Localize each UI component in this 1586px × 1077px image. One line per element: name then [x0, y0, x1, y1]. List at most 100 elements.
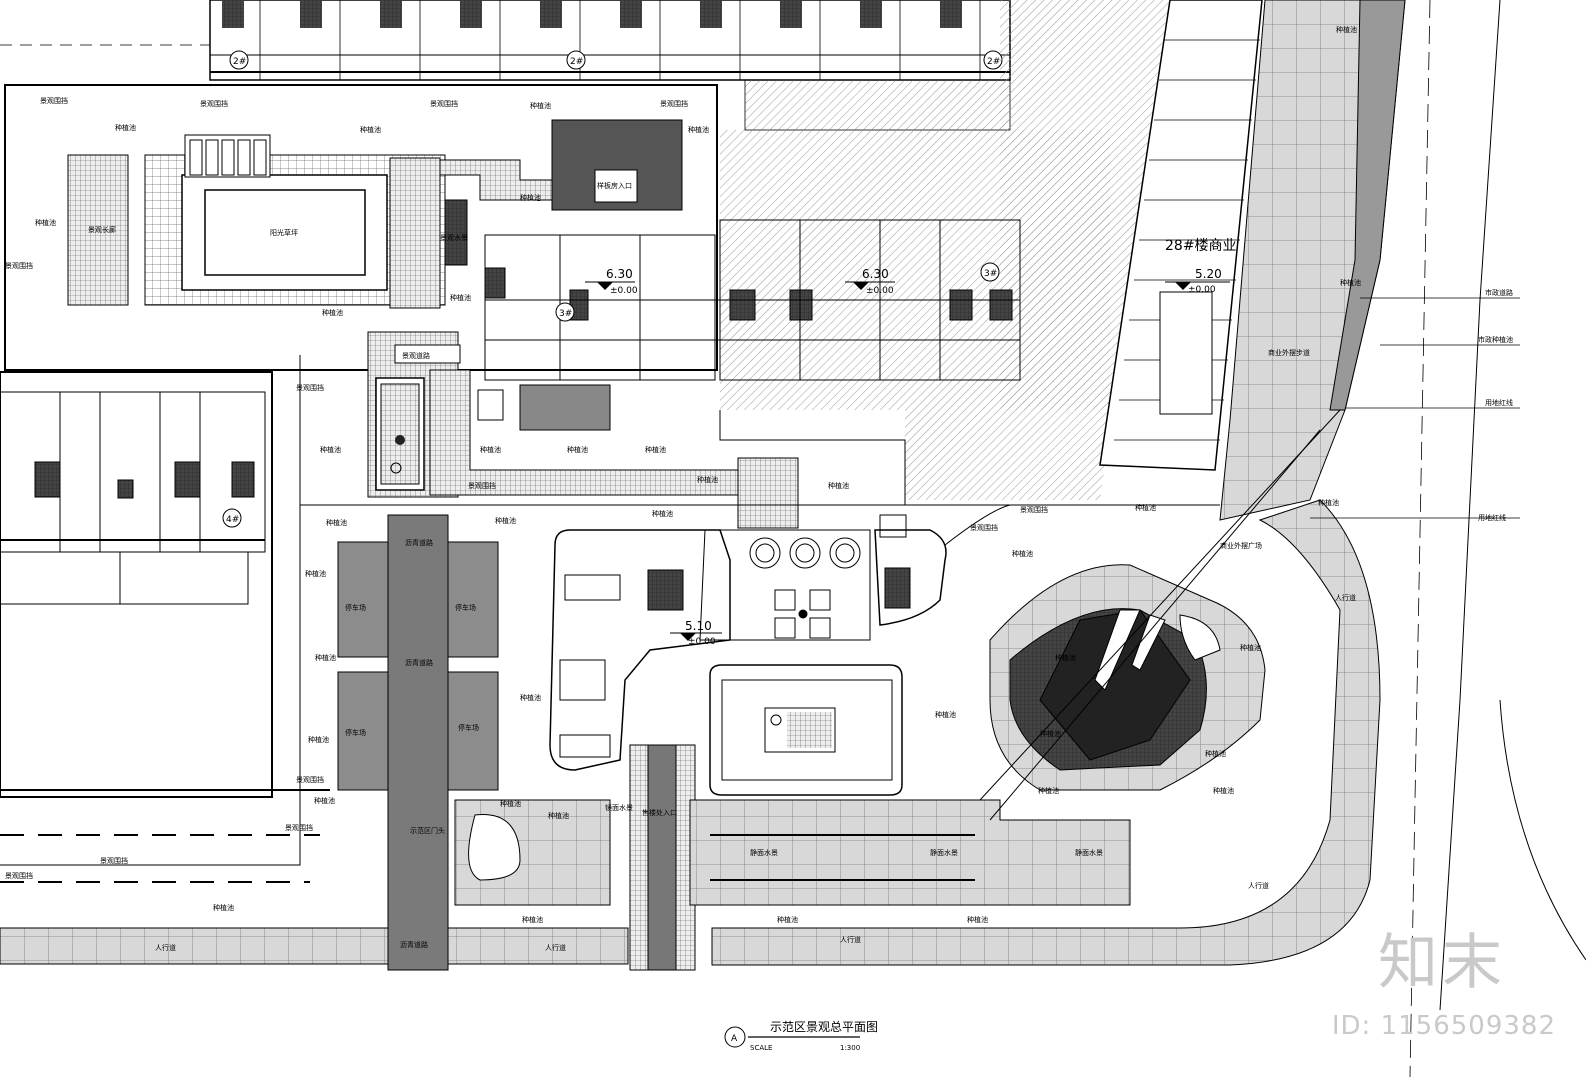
svg-text:景观围挡: 景观围挡 [468, 481, 496, 490]
sales-entrance-label: 售楼处入口 [642, 808, 677, 817]
svg-text:±0.00: ±0.00 [688, 637, 716, 647]
svg-text:种植池: 种植池 [480, 445, 501, 454]
svg-text:种植池: 种植池 [645, 445, 666, 454]
title-block: A 示范区景观总平面图 SCALE 1:300 [724, 1020, 878, 1052]
water-feature-west: 景观道路 [367, 331, 799, 529]
svg-text:种植池: 种植池 [1055, 653, 1076, 662]
svg-text:景观围挡: 景观围挡 [40, 96, 68, 105]
still-water-label-2: 静面水景 [930, 848, 958, 857]
scale-label: SCALE [750, 1044, 772, 1052]
building-2-block: 2# 2# 2# [209, 0, 1011, 81]
svg-text:种植池: 种植池 [567, 445, 588, 454]
paving-label: 商业外摆广场 [1220, 541, 1262, 550]
still-water-label-3: 静面水景 [1075, 848, 1103, 857]
site-boundary-lines [0, 355, 1220, 883]
asphalt-road-label-2: 沥青道路 [405, 658, 433, 667]
hatched-lot-top [744, 79, 1011, 131]
planting-labels: 种植池 种植池 种植池 种植池 种植池 种植池 种植池 种植池 种植池 种植池 … [35, 25, 1361, 924]
svg-text:种植池: 种植池 [360, 125, 381, 134]
landscape-water-label: 景观水景 [440, 233, 468, 242]
municipal-planting-label: 市政种植池 [1478, 335, 1513, 344]
svg-text:5.10: 5.10 [685, 619, 712, 633]
svg-text:种植池: 种植池 [35, 218, 56, 227]
building-4-block [0, 391, 266, 605]
drawing-title: 示范区景观总平面图 [770, 1020, 878, 1034]
svg-text:种植池: 种植池 [495, 516, 516, 525]
view-marker: A [731, 1034, 738, 1044]
svg-text:种植池: 种植池 [777, 915, 798, 924]
sidewalk-label-5: 人行道 [1335, 593, 1356, 602]
svg-text:种植池: 种植池 [450, 293, 471, 302]
svg-text:种植池: 种植池 [530, 101, 551, 110]
west-site-frame [0, 44, 718, 798]
svg-text:种植池: 种植池 [935, 710, 956, 719]
svg-text:种植池: 种植池 [828, 481, 849, 490]
svg-text:种植池: 种植池 [1040, 729, 1061, 738]
pavement-shop-label: 商业外摆步道 [1268, 348, 1310, 357]
watermark-id: ID: 1156509382 [1331, 1011, 1556, 1041]
east-paving-strip: 商业外摆步道 [1219, 0, 1406, 521]
svg-text:种植池: 种植池 [1240, 643, 1261, 652]
building-2-tag-3: 2# [987, 57, 1000, 67]
svg-text:种植池: 种植池 [967, 915, 988, 924]
elevation-marker-2: 6.30 ±0.00 [845, 267, 895, 296]
still-water-label-1: 静面水景 [750, 848, 778, 857]
svg-text:种植池: 种植池 [520, 693, 541, 702]
watermark-logo: 知末 [1378, 928, 1506, 998]
red-line-label-1: 用地红线 [1485, 398, 1513, 407]
commercial-building-28: 28#楼商业 5.20 ±0.00 [1099, 0, 1263, 471]
municipal-road-label: 市政道路 [1485, 288, 1513, 297]
svg-text:种植池: 种植池 [697, 475, 718, 484]
svg-text:种植池: 种植池 [500, 799, 521, 808]
red-line-label-2: 用地红线 [1478, 513, 1506, 522]
svg-text:景观围挡: 景观围挡 [296, 383, 324, 392]
svg-text:景观围挡: 景观围挡 [5, 261, 33, 270]
svg-text:种植池: 种植池 [320, 445, 341, 454]
asphalt-road-label-1: 沥青道路 [405, 538, 433, 547]
model-entrance-label: 样板房入口 [597, 181, 632, 190]
sidewalk-label-4: 人行道 [1248, 881, 1269, 890]
svg-text:种植池: 种植池 [1205, 749, 1226, 758]
landscape-path-label: 景观道路 [402, 351, 430, 360]
hatched-lot-commercial [905, 0, 1170, 500]
landscape-wall-labels: 景观围挡 景观围挡 景观围挡 景观围挡 景观围挡 景观围挡 景观围挡 景观围挡 … [5, 96, 1048, 880]
svg-text:景观围挡: 景观围挡 [100, 856, 128, 865]
sidewalk-label-2: 人行道 [545, 943, 566, 952]
sidewalk-label-1: 人行道 [155, 943, 176, 952]
commercial-elev: 5.20 [1195, 267, 1222, 281]
svg-text:6.30: 6.30 [606, 267, 633, 281]
parking-label-1: 停车场 [345, 603, 366, 612]
svg-text:种植池: 种植池 [308, 735, 329, 744]
svg-text:景观围挡: 景观围挡 [285, 823, 313, 832]
svg-text:种植池: 种植池 [322, 308, 343, 317]
south-sidewalk: 人行道 人行道 人行道 人行道 人行道 [0, 499, 1381, 966]
svg-text:景观围挡: 景观围挡 [5, 871, 33, 880]
asphalt-road-label-3: 沥青道路 [400, 940, 428, 949]
building-3-block [477, 219, 1021, 431]
landscape-corridor-label: 景观长廊 [88, 225, 116, 234]
svg-text:景观围挡: 景观围挡 [296, 775, 324, 784]
svg-text:种植池: 种植池 [1038, 786, 1059, 795]
svg-text:种植池: 种植池 [1318, 498, 1339, 507]
svg-text:种植池: 种植池 [688, 125, 709, 134]
parking-lot: 沥青道路 沥青道路 沥青道路 停车场 停车场 停车场 停车场 示范区门头 [337, 514, 499, 971]
svg-text:种植池: 种植池 [1336, 25, 1357, 34]
svg-text:种植池: 种植池 [548, 811, 569, 820]
commercial-datum: ±0.00 [1188, 285, 1216, 295]
scale-value: 1:300 [840, 1044, 860, 1052]
building-2-tag-1: 2# [233, 57, 246, 67]
commercial-label: 28#楼商业 [1165, 238, 1237, 254]
central-courtyard [709, 664, 903, 796]
svg-text:种植池: 种植池 [115, 123, 136, 132]
building-4-tag: 4# [226, 515, 239, 525]
svg-text:种植池: 种植池 [1135, 503, 1156, 512]
svg-text:种植池: 种植池 [213, 903, 234, 912]
parking-label-2: 停车场 [455, 603, 476, 612]
municipal-road [979, 0, 1586, 1077]
svg-text:种植池: 种植池 [1340, 278, 1361, 287]
svg-text:景观围挡: 景观围挡 [970, 523, 998, 532]
svg-text:±0.00: ±0.00 [866, 286, 894, 296]
svg-text:种植池: 种植池 [520, 193, 541, 202]
building-3-tag-1: 3# [559, 309, 572, 319]
gate-label: 示范区门头 [410, 826, 445, 835]
